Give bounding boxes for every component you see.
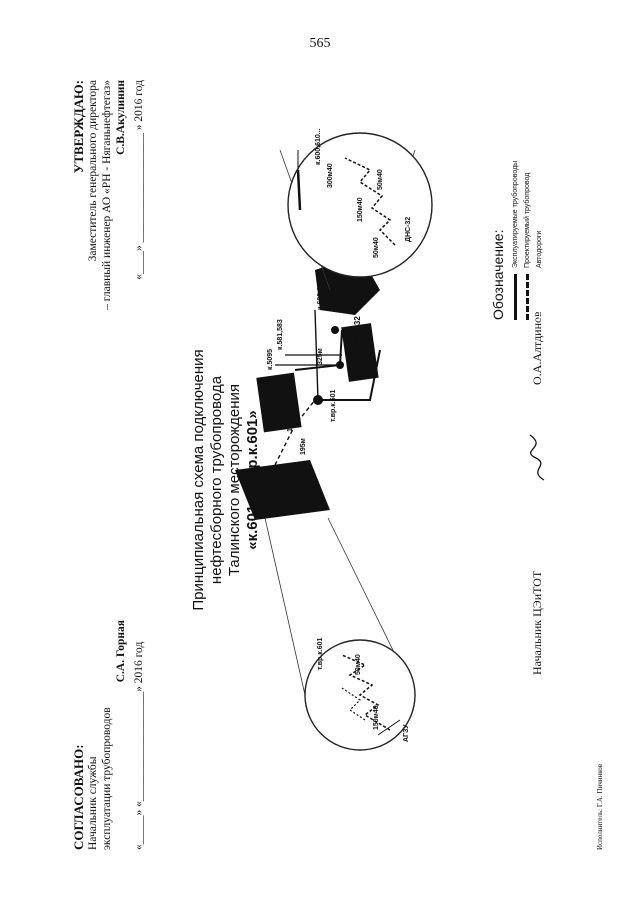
- zoom-circle-right: [287, 132, 433, 278]
- legend-label-existing: Эксплуатируемые трубопроводы: [512, 160, 519, 268]
- facility-block-b: [341, 323, 379, 382]
- executor-note: Исполнитель: Г.А. Пичинков: [596, 763, 604, 850]
- confirmation-position-1: Заместитель генерального директора: [87, 80, 99, 262]
- approval-position-2: эксплуатации трубопроводов: [101, 707, 113, 850]
- k5095-label: к.5095: [267, 349, 274, 370]
- confirmation-name: С.В.Акулинин: [115, 80, 127, 155]
- distance-label-3: 325м: [317, 348, 324, 365]
- site-block-left: [235, 460, 330, 520]
- title-line-2: нефтесборного трубопровода: [208, 375, 225, 585]
- scheme-drawing: т.вр.к.601 АГЗУ 150м40 50м40 195м 1,1км …: [235, 128, 433, 751]
- legend-label-projected: Проектируемый трубопровод: [524, 172, 531, 268]
- chief-name: О.А.Алтдинов: [530, 311, 544, 385]
- legend-title: Обозначение:: [490, 229, 506, 320]
- legend-swatch-roads: [539, 274, 540, 320]
- left-zoom-50-label: 50м40: [355, 654, 362, 675]
- confirmation-head: УТВЕРЖДАЮ:: [71, 80, 86, 174]
- left-zoom-agzu-label: АГЗУ: [403, 724, 410, 742]
- approval-name: С.А. Горная: [115, 620, 127, 683]
- left-zoom-arrow: [377, 719, 401, 736]
- chief-signature-mark: [529, 434, 545, 481]
- left-zoom-tvr-label: т.вр.к.601: [317, 637, 324, 670]
- title-line-4: «к.601 – т.вр.к.601»: [244, 410, 261, 550]
- right-zoom-dns-label: ДНС-32: [405, 217, 412, 242]
- scheme-sheet: т.вр.к.601 АГЗУ 150м40 50м40 195м 1,1км …: [60, 70, 620, 870]
- approval-date-line: «_____» «___________________» 2016 год: [133, 641, 145, 850]
- distance-label-1: 195м: [300, 438, 307, 455]
- right-zoom-k600-label: к.600,610...: [315, 128, 322, 165]
- k581-label: к.581,583: [277, 319, 284, 350]
- chief-position: Начальник ЦЭиТОТ: [530, 570, 544, 675]
- approval-head: СОГЛАСОВАНО:: [71, 744, 86, 850]
- legend-swatch-existing: [514, 274, 517, 320]
- approval-position-1: Начальник службы: [87, 756, 99, 850]
- right-zoom-300-label: 300м40: [327, 163, 334, 188]
- left-zoom-projected-line: [341, 654, 391, 731]
- legend-swatch-projected: [526, 274, 529, 320]
- right-zoom-projected-line: [344, 157, 396, 246]
- page-number: 565: [309, 36, 331, 51]
- left-zoom-branch: [341, 687, 366, 721]
- tvr-junction-label: т.вр.к.601: [330, 389, 337, 422]
- legend: Обозначение: Эксплуатируемые трубопровод…: [490, 90, 548, 320]
- right-zoom-existing-line: [296, 169, 302, 211]
- right-zoom-50a-label: 50м40: [373, 237, 380, 258]
- legend-item-projected: Проектируемый трубопровод: [524, 90, 531, 320]
- legend-label-roads: Автодороги: [536, 230, 543, 268]
- dns32-label: ДНС-32: [353, 316, 362, 345]
- scheme-title: Принципиальная схема подключения нефтесб…: [190, 300, 262, 660]
- right-zoom-50b-label: 50м40: [377, 169, 384, 190]
- title-line-3: Талинского месторождения: [226, 383, 243, 577]
- legend-item-existing: Эксплуатируемые трубопроводы: [512, 90, 519, 320]
- confirmation-position-2: – главный инженер АО «РН - Няганьнефтега…: [101, 80, 113, 310]
- legend-item-roads: Автодороги: [536, 90, 543, 320]
- left-zoom-150-label: 150м40: [373, 705, 380, 730]
- facility-block-a: [256, 372, 302, 433]
- right-zoom-150-label: 150м40: [357, 197, 364, 222]
- title-line-1: Принципиальная схема подключения: [190, 349, 207, 611]
- confirmation-date-line: «____» ___________________ » 2016 год: [133, 80, 145, 280]
- node-b: [331, 326, 339, 334]
- zoom-tangent-left-a: [264, 517, 306, 696]
- approval-block: СОГЛАСОВАНО: Начальник службы эксплуатац…: [71, 620, 146, 850]
- confirmation-block: УТВЕРЖДАЮ: Заместитель генерального дире…: [71, 80, 146, 330]
